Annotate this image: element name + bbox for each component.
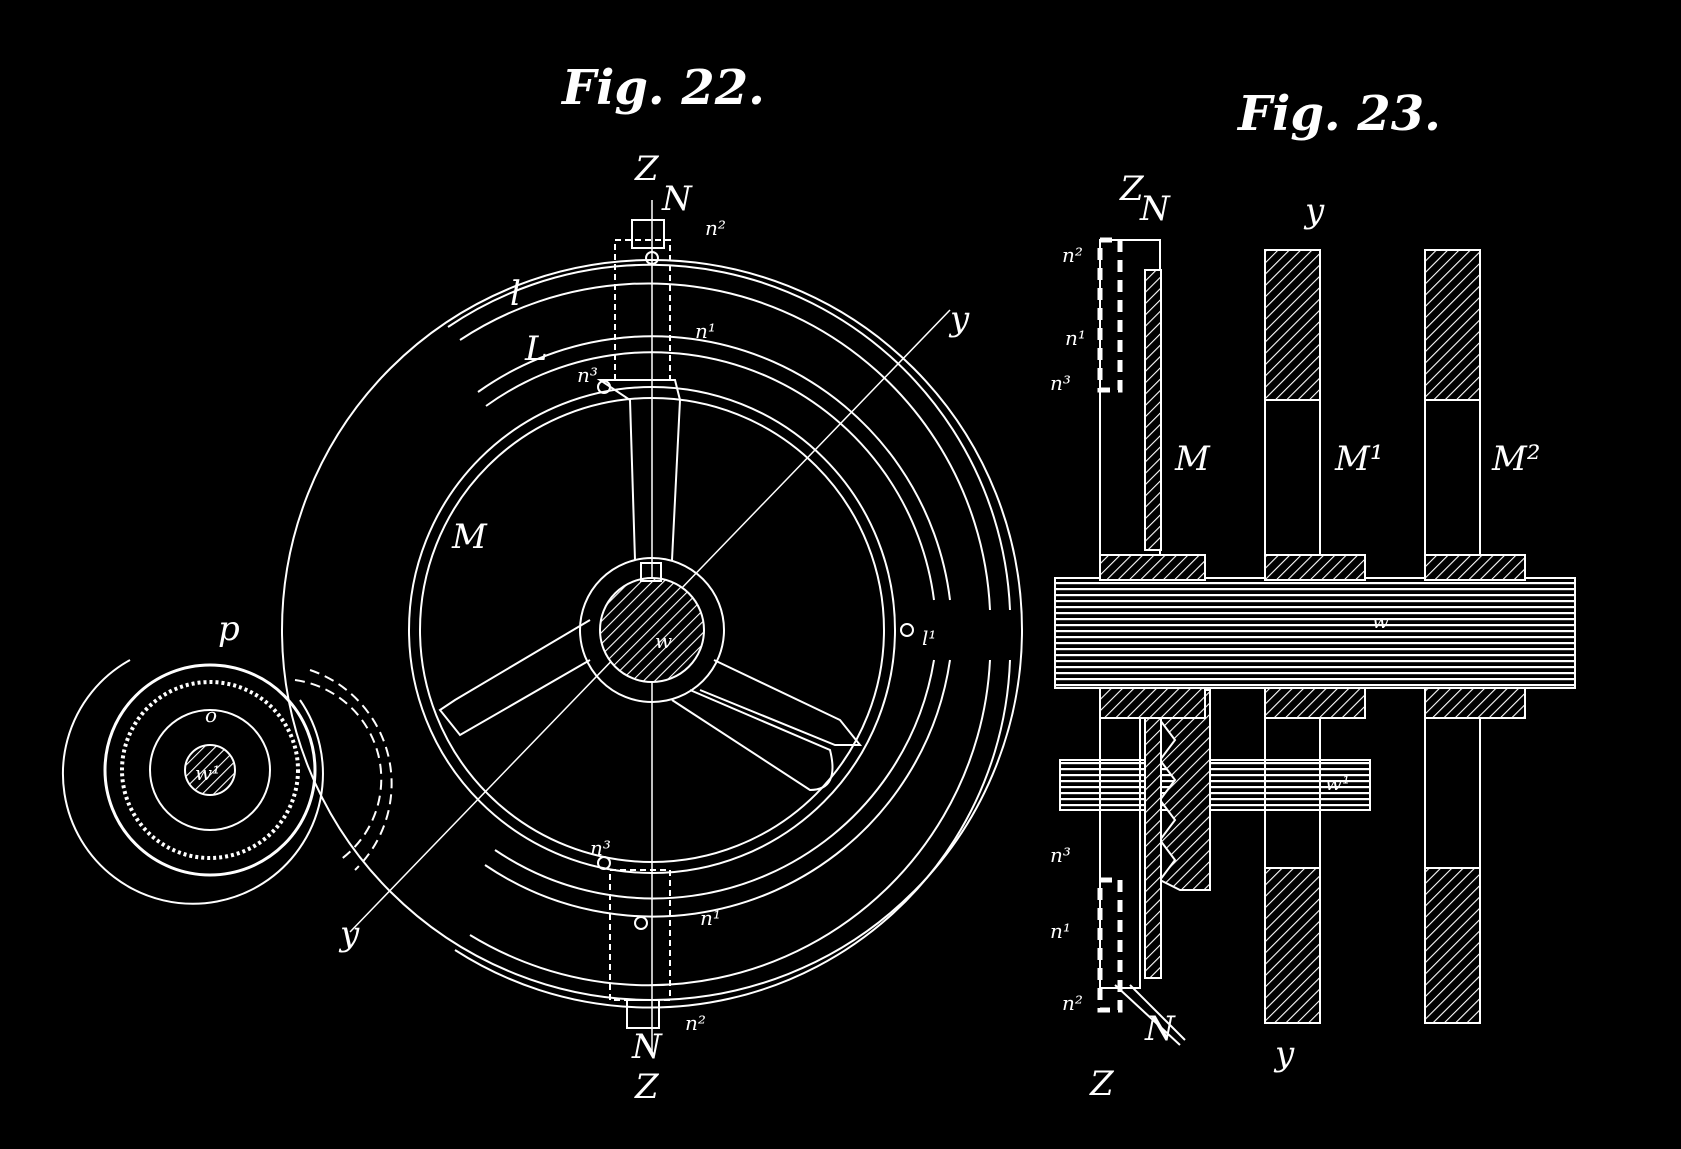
- pin-n2-top: [645, 251, 659, 265]
- wheel-m-rim-inner: [419, 397, 885, 863]
- figure-22: Fig. 22.: [61, 60, 1023, 1052]
- slide-strip-bottom: [1097, 877, 1123, 1013]
- fig22-label-n2-top: n²: [705, 216, 726, 240]
- fig23-labels: Z N y n² n¹ n³ M M¹ M² w w¹ n³ n¹ n² N Z…: [1050, 169, 1540, 1104]
- fig22-label-n3-top: n³: [577, 363, 598, 387]
- fig23-label-n2-bot: n²: [1062, 991, 1083, 1015]
- fig22-label-o: o: [205, 703, 217, 727]
- fig22-label-l-large: L: [524, 329, 548, 369]
- pin-n1-bottom: [634, 916, 648, 930]
- fig23-label-y-bot: y: [1273, 1034, 1295, 1074]
- fig23-label-n1-top: n¹: [1065, 326, 1086, 350]
- ring-l-segments: [447, 263, 1011, 1009]
- fig22-label-p: p: [218, 609, 240, 649]
- disc-m1: [1264, 249, 1366, 1024]
- slide-block-bottom-cap: [626, 999, 660, 1029]
- fig22-label-n2-bot: n²: [685, 1011, 706, 1035]
- fig22-label-y-ne: y: [948, 299, 970, 339]
- fig23-label-w: w: [1372, 609, 1389, 633]
- figure-23: Fig. 23.: [1054, 86, 1576, 1046]
- pin-n3-top: [597, 380, 611, 394]
- fig23-label-n2-top: n²: [1062, 243, 1083, 267]
- slide-block-top-cap: [631, 219, 665, 249]
- fig22-label-w1: w¹: [195, 761, 220, 785]
- fig23-label-y-top: y: [1303, 191, 1325, 231]
- pin-l1: [900, 623, 914, 637]
- slide-block-bottom: [609, 869, 671, 1001]
- fig22-label-z-bot: Z: [634, 1067, 660, 1107]
- fig22-label-w: w: [655, 629, 672, 653]
- pin-n3-bottom: [597, 856, 611, 870]
- fig22-title: Fig. 22.: [560, 60, 765, 116]
- wheel-m-rim: [408, 386, 896, 874]
- fig22-label-l-small: l: [510, 274, 521, 314]
- disc-m2: [1424, 249, 1526, 1024]
- slide-strip-top: [1097, 237, 1123, 393]
- fig22-label-n-top: N: [661, 179, 693, 219]
- pinion-p: [61, 659, 393, 905]
- fig23-label-w1: w¹: [1325, 771, 1350, 795]
- pinion-gear: [1156, 689, 1211, 891]
- fig22-label-y-sw: y: [338, 914, 360, 954]
- fig23-label-n-top: N: [1139, 189, 1171, 229]
- fig23-label-n3-top: n³: [1050, 371, 1071, 395]
- fig22-label-n1-top: n¹: [695, 319, 716, 343]
- fig23-label-z-top: Z: [1119, 169, 1145, 209]
- fig22-label-n-bot: N: [631, 1027, 663, 1067]
- slide-block-top: [614, 239, 671, 381]
- fig23-title: Fig. 23.: [1236, 86, 1441, 142]
- hub-boss: [579, 557, 725, 703]
- fig22-label-n3-bot: n³: [590, 836, 611, 860]
- fig22-labels: Z N n² l L n¹ n³ y M w l¹ p o w¹ y n³ n¹…: [195, 149, 970, 1107]
- fig22-label-z-top: Z: [634, 149, 660, 189]
- fig23-label-n3-bot: n³: [1050, 843, 1071, 867]
- hub-key: [640, 562, 662, 582]
- fig23-label-n1-bot: n¹: [1050, 919, 1071, 943]
- spokes: [438, 379, 863, 792]
- fig23-label-m2: M²: [1491, 439, 1540, 479]
- shaft-w: [1054, 577, 1576, 689]
- fig23-label-m: M: [1174, 439, 1211, 479]
- fig22-label-m: M: [451, 517, 488, 557]
- fig22-label-n1-bot: n¹: [700, 906, 721, 930]
- hub-w: [599, 577, 705, 683]
- shaft-w1: [1059, 759, 1371, 811]
- disc-m: [1099, 239, 1206, 1046]
- fig22-label-l1: l¹: [922, 626, 936, 650]
- fig23-label-z-bot: Z: [1089, 1064, 1115, 1104]
- fig23-label-n-bot: N: [1144, 1009, 1176, 1049]
- fig23-label-m1: M¹: [1334, 439, 1383, 479]
